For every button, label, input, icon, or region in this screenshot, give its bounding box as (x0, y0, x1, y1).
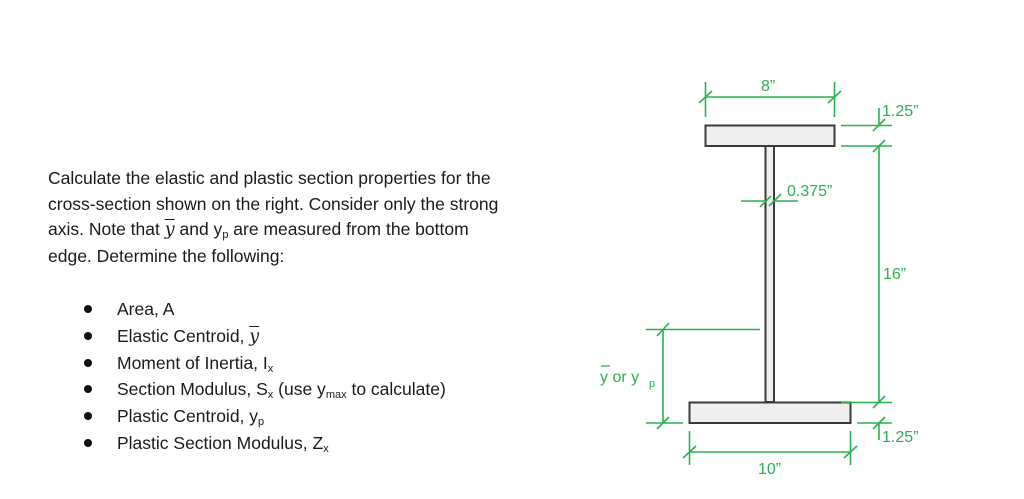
list-item-area: Area, A (80, 296, 446, 323)
list-item-elastic-centroid: Elastic Centroid, y (80, 323, 446, 350)
dimension-lines (646, 82, 892, 465)
web-thickness-dimension (741, 193, 798, 208)
item-label: Plastic Centroid, y (117, 406, 259, 427)
item-label: Section Modulus, S (117, 379, 268, 400)
item-label: Plastic Section Modulus, Z (117, 432, 324, 453)
bullet-icon (84, 358, 92, 367)
intro-line-3: axis. Note that y and yp are measured fr… (48, 217, 568, 244)
web-height-dimension (841, 146, 892, 409)
intro-line-2: cross-section shown on the right. Consid… (48, 193, 499, 214)
y-bar-symbol: y (164, 220, 175, 240)
bottom-flange-thickness-label: 1.25” (882, 429, 918, 446)
y-bar-symbol: y (249, 326, 260, 347)
centroid-label: y or y p (600, 365, 655, 390)
web-height-label: 16” (883, 266, 906, 283)
bottom-flange-thickness-dimension (857, 416, 892, 440)
list-item-section-modulus: Section Modulus, Sx (use ymax to calcula… (80, 376, 446, 403)
bottom-flange (688, 401, 852, 424)
web-thickness-label: 0.375” (787, 183, 832, 200)
item-label: Area, A (117, 299, 175, 319)
intro-line-1: Calculate the elastic and plastic sectio… (48, 168, 491, 188)
problem-statement: Calculate the elastic and plastic sectio… (48, 166, 568, 269)
yp-subscript: p (222, 229, 229, 241)
centroid-height-dimension (646, 322, 760, 430)
item-subscript: x (267, 389, 274, 402)
top-flange-width-dimension (698, 82, 842, 117)
item-note: (use y (273, 379, 326, 400)
bullet-icon (84, 305, 92, 313)
bottom-flange-width-dimension (682, 431, 858, 465)
item-label: Moment of Inertia, I (117, 352, 268, 373)
i-beam-section (688, 124, 852, 424)
bottom-flange-width-label: 10” (758, 461, 781, 478)
intro-line-3-pre: axis. Note that (48, 219, 165, 239)
list-item-plastic-section-modulus: Plastic Section Modulus, Zx (80, 430, 446, 457)
ymax-subscript: max (325, 389, 347, 402)
list-item-moment-of-inertia: Moment of Inertia, Ix (80, 350, 446, 377)
bullet-icon (84, 331, 92, 340)
top-flange-width-label: 8” (761, 78, 775, 95)
bullet-icon (84, 412, 92, 421)
top-flange-thickness-label: 1.25” (882, 103, 918, 120)
item-note-post: to calculate) (346, 379, 446, 400)
web (764, 145, 775, 403)
intro-line-4: edge. Determine the following: (48, 245, 285, 266)
item-subscript: x (323, 442, 329, 455)
centroid-label-subscript: p (649, 378, 655, 390)
centroid-label-text: y or y (600, 369, 639, 386)
bullet-icon (84, 438, 92, 447)
item-subscript: p (258, 416, 265, 429)
intro-line-3-post: are measured from the bottom (228, 219, 469, 239)
bullet-icon (84, 385, 92, 394)
intro-line-3-mid: and y (174, 219, 223, 239)
top-flange (704, 124, 836, 147)
list-item-plastic-centroid: Plastic Centroid, yp (80, 403, 446, 430)
item-label: Elastic Centroid, (117, 325, 250, 346)
item-subscript: x (267, 362, 274, 375)
required-properties-list: Area, A Elastic Centroid, y Moment of In… (80, 296, 446, 457)
